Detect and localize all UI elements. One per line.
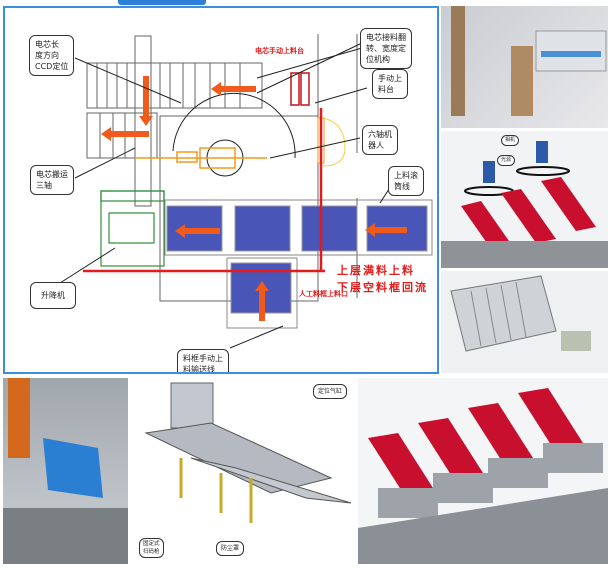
label-manual-inlet: 人工料框上料口 <box>299 290 348 298</box>
callout-camera: 相机 <box>501 135 520 146</box>
lift <box>100 190 165 267</box>
callout-lift: 升降机 <box>30 282 76 309</box>
label-flow-line2: 下层空料框回流 <box>337 281 428 294</box>
callout-manual-conveyor: 料框手动上 料输送线 <box>177 349 229 372</box>
callout-manual-table: 手动上 料台 <box>372 69 408 99</box>
layout-diagram-panel: 电芯长 度方向 CCD定位 电芯接料翻 转、宽度定 位机构 手动上 料台 六轴机… <box>3 6 439 374</box>
layout-drawing <box>59 34 433 349</box>
direction-arrows <box>101 76 407 321</box>
gantry-slats <box>96 63 241 158</box>
callout-flip: 电芯接料翻 转、宽度定 位机构 <box>360 28 412 69</box>
callout-robot: 六轴机 器人 <box>362 125 398 155</box>
callout-cylinder: 定位气缸 <box>313 384 348 399</box>
photo-camera-detail: 相机 光源 <box>441 131 608 268</box>
callout-light: 光源 <box>497 155 516 166</box>
callout-gantry: 电芯搬运 三轴 <box>30 165 74 195</box>
manual-table <box>290 72 310 106</box>
flow-lines <box>83 108 325 273</box>
render-conveyor: 定位气缸 固定式 扫码枪 防尘罩 <box>131 378 355 564</box>
photo-flip-mechanism <box>441 6 608 128</box>
title-fragment <box>118 0 206 5</box>
callout-dust-cover: 防尘罩 <box>216 541 245 556</box>
label-flow-line1: 上层满料上料 <box>337 264 415 277</box>
label-cell-manual-table: 电芯手动上料台 <box>255 47 304 55</box>
robot <box>135 147 267 169</box>
callout-scanner: 固定式 扫码枪 <box>139 538 164 558</box>
callout-ccd: 电芯长 度方向 CCD定位 <box>29 35 75 76</box>
photo-tray-rack <box>441 271 608 373</box>
render-flip-stations <box>358 378 608 564</box>
photo-robot-loading <box>3 378 128 564</box>
callout-roller-line: 上料滚 筒线 <box>388 166 424 196</box>
